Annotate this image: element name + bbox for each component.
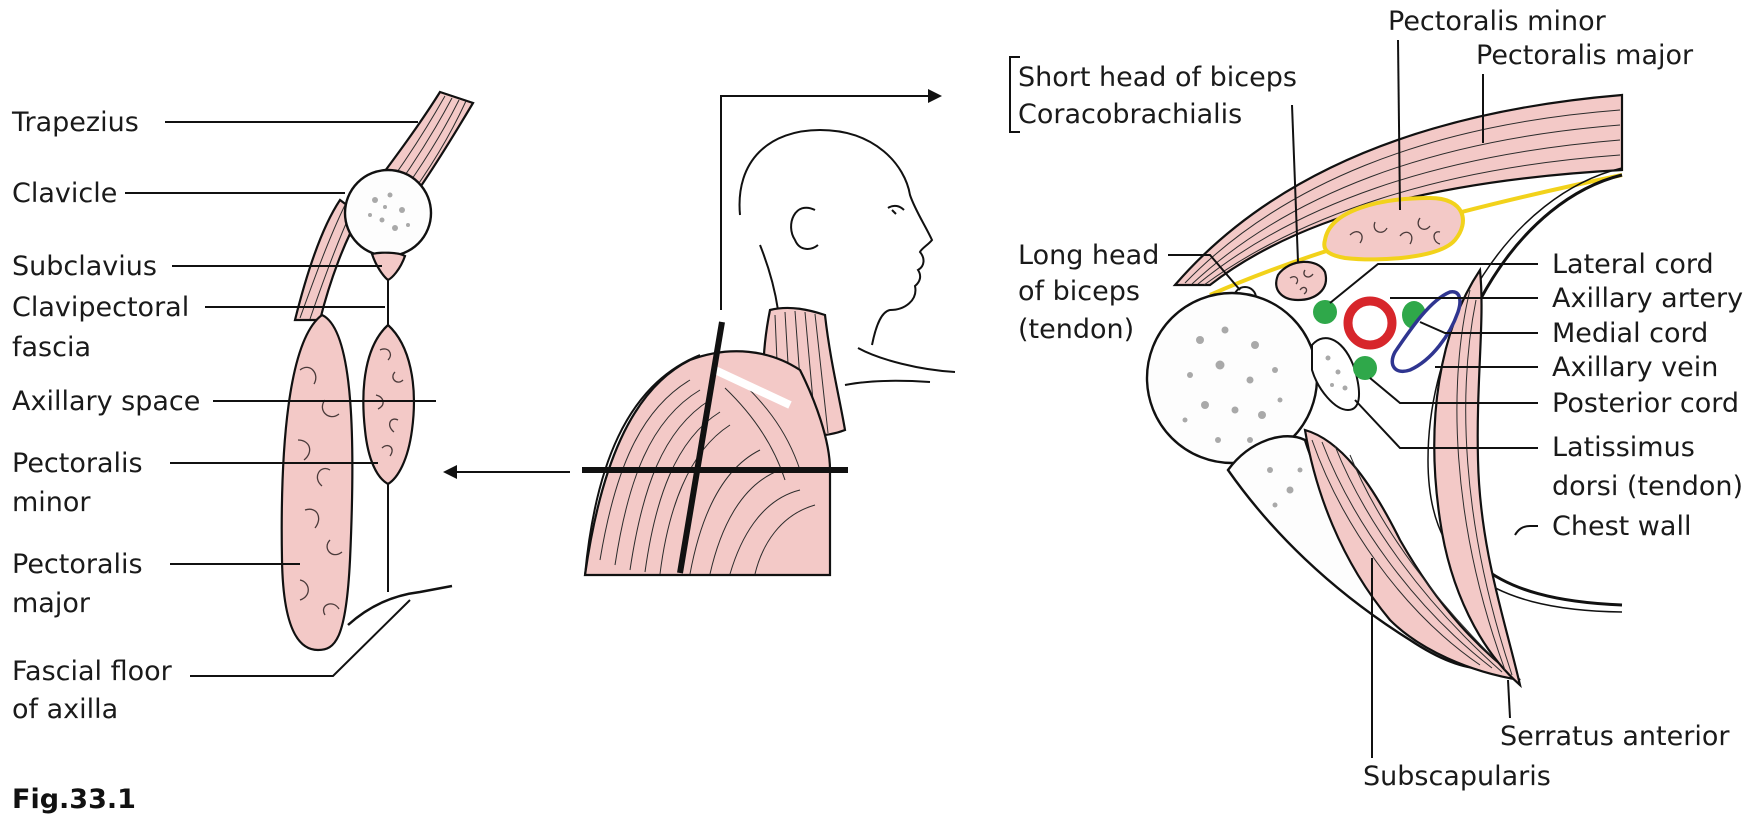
leader-posterior-cord: [1369, 377, 1538, 404]
arrow-to-horizontal-section: [720, 95, 930, 310]
clavicle-highlight: [713, 366, 792, 409]
label-latissimus-1: Latissimus: [1552, 432, 1695, 463]
axillary-artery: [1343, 296, 1397, 350]
leader-latissimus: [1354, 399, 1538, 449]
label-fascial-floor-2: of axilla: [12, 694, 118, 725]
label-serratus: Serratus anterior: [1500, 721, 1730, 752]
label-pectoralis-major: Pectoralis major: [1476, 40, 1694, 71]
label-posterior-cord: Posterior cord: [1552, 388, 1739, 419]
label-pect-minor-2: minor: [12, 487, 91, 518]
pectoralis-major-left: [280, 313, 354, 652]
label-subclavius: Subclavius: [12, 251, 157, 282]
bracket-short-head: [1009, 56, 1020, 133]
label-axillary-artery: Axillary artery: [1552, 283, 1743, 314]
leader-long-head: [1168, 254, 1241, 291]
shoulder-arm-muscles: [583, 350, 832, 577]
chest-wall-outer: [1427, 167, 1623, 613]
leader-fascial-floor: [190, 599, 411, 677]
figure-caption: Fig.33.1: [12, 784, 136, 815]
label-pect-minor-1: Pectoralis: [12, 448, 143, 479]
axillary-vein: [1390, 290, 1462, 373]
eye: [887, 204, 905, 215]
label-clavipectoral-1: Clavipectoral: [12, 292, 189, 323]
label-medial-cord: Medial cord: [1552, 318, 1708, 349]
ear: [790, 206, 819, 250]
collar-line: [857, 347, 956, 373]
clavicle-bone: [343, 168, 433, 258]
fascial-floor-left: [347, 584, 453, 626]
leader-serratus: [1507, 679, 1511, 719]
pectoralis-major-fibers: [1184, 109, 1621, 286]
label-long-head-1: Long head: [1018, 240, 1159, 271]
latissimus-dorsi-tendon: [1311, 337, 1361, 412]
label-clavipectoral-2: fascia: [12, 332, 91, 363]
label-long-head-3: (tendon): [1018, 314, 1134, 345]
label-lateral-cord: Lateral cord: [1552, 249, 1714, 280]
label-axillary-vein: Axillary vein: [1552, 352, 1718, 383]
label-fascial-floor-1: Fascial floor: [12, 656, 173, 687]
label-pectoralis-minor: Pectoralis minor: [1388, 6, 1607, 37]
arrowhead-right: [928, 89, 942, 103]
sagittal-labels: Trapezius Clavicle Subclavius Clavipecto…: [11, 107, 436, 725]
label-subscapularis: Subscapularis: [1363, 761, 1551, 792]
leader-medial-cord: [1419, 321, 1538, 334]
arm-outline: [584, 354, 701, 576]
lateral-cord: [1313, 300, 1337, 324]
horizontal-section-labels: Short head of biceps Coracobrachialis Pe…: [1009, 6, 1743, 792]
label-latissimus-2: dorsi (tendon): [1552, 471, 1743, 502]
subclavius-muscle: [370, 251, 407, 282]
arrowhead-left: [443, 465, 457, 479]
chest-line: [844, 379, 931, 386]
pectoralis-major-texture: [297, 366, 343, 616]
label-pect-major-1: Pectoralis: [12, 549, 143, 580]
clavicle-marrow: [368, 192, 410, 231]
leader-short-head: [1291, 104, 1299, 263]
short-head-coracobrachialis: [1275, 260, 1328, 302]
pectoralis-minor-left: [362, 323, 415, 486]
torso-reference-figure: [443, 89, 956, 577]
sagittal-plane-line: [677, 321, 725, 574]
pectoralis-minor-right: [1322, 195, 1465, 262]
posterior-cord: [1353, 356, 1377, 380]
leader-lateral-cord: [1329, 263, 1538, 304]
head-outline: [738, 128, 934, 346]
scapula-marrow: [1267, 467, 1303, 508]
label-chest-wall: Chest wall: [1552, 511, 1691, 542]
short-head-texture: [1289, 269, 1314, 295]
label-trapezius: Trapezius: [11, 107, 139, 138]
leader-pectoralis-minor: [1397, 39, 1401, 211]
serratus-fibers: [1456, 289, 1513, 676]
label-coracobrachialis: Coracobrachialis: [1018, 99, 1242, 130]
pectoralis-major-right: [1172, 93, 1624, 287]
horizontal-section-diagram: [1145, 93, 1624, 689]
label-axillary-space: Axillary space: [12, 386, 200, 417]
leader-chest-wall: [1514, 525, 1538, 536]
label-short-head: Short head of biceps: [1018, 62, 1297, 93]
subscapularis-fibers: [1311, 439, 1513, 677]
sagittal-section-diagram: [280, 90, 475, 652]
label-pect-major-2: major: [12, 588, 91, 619]
pectoralis-minor-right-texture: [1349, 217, 1441, 245]
latissimus-texture: [1325, 355, 1348, 391]
neck-back: [759, 244, 779, 311]
humerus-marrow: [1182, 326, 1283, 443]
label-long-head-2: of biceps: [1018, 276, 1140, 307]
label-clavicle: Clavicle: [12, 178, 117, 209]
